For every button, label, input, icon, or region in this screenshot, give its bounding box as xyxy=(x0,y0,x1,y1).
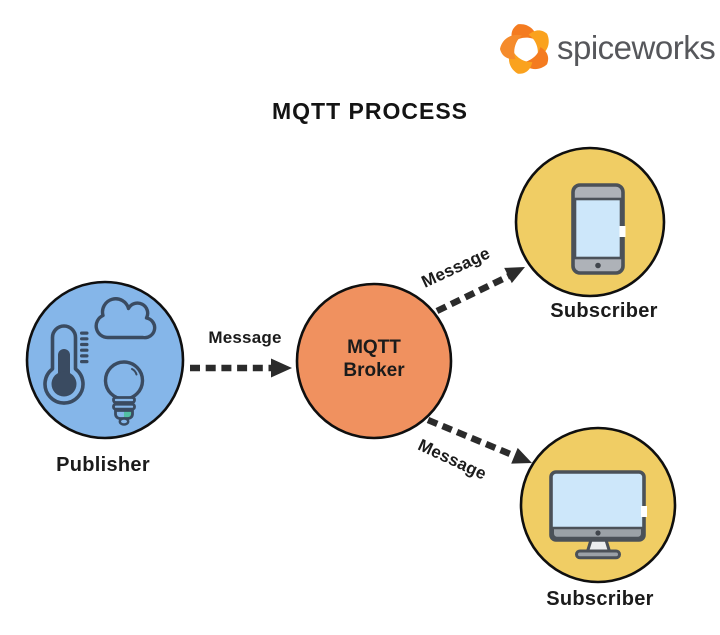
arrowhead xyxy=(271,358,292,378)
monitor-highlight xyxy=(641,506,647,517)
spiceworks-pinwheel-icon xyxy=(500,24,549,74)
subscriber-bottom-label: Subscriber xyxy=(546,588,654,610)
cloud-icon xyxy=(94,297,157,340)
publisher-label: Publisher xyxy=(56,454,150,476)
monitor-icon xyxy=(549,470,647,560)
thermometer-scale-ticks xyxy=(80,331,89,364)
broker-node-circle xyxy=(295,282,453,440)
phone-highlight xyxy=(619,226,626,237)
diagram-title: MQTT PROCESS xyxy=(271,98,468,124)
arrow-broker-to-subscriber-top xyxy=(435,267,525,314)
spiceworks-wordmark: spiceworks xyxy=(557,29,716,66)
spiceworks-logo: spiceworks xyxy=(499,20,716,76)
thermometer-icon xyxy=(43,324,89,405)
lightbulb-icon xyxy=(103,360,145,426)
arrow-publisher-to-broker xyxy=(190,358,292,378)
message-label-publisher-broker: Message xyxy=(208,328,282,347)
lightbulb-teal-accent xyxy=(124,410,133,418)
subscriber-top-label: Subscriber xyxy=(550,300,658,322)
smartphone-icon xyxy=(571,183,626,275)
broker-label: MQTT Broker xyxy=(343,337,405,381)
phone-home-button xyxy=(595,262,601,269)
arrowhead xyxy=(511,447,532,464)
arrow-broker-to-subscriber-bottom xyxy=(426,416,532,464)
arrowhead xyxy=(504,267,525,284)
monitor-base xyxy=(575,549,621,560)
